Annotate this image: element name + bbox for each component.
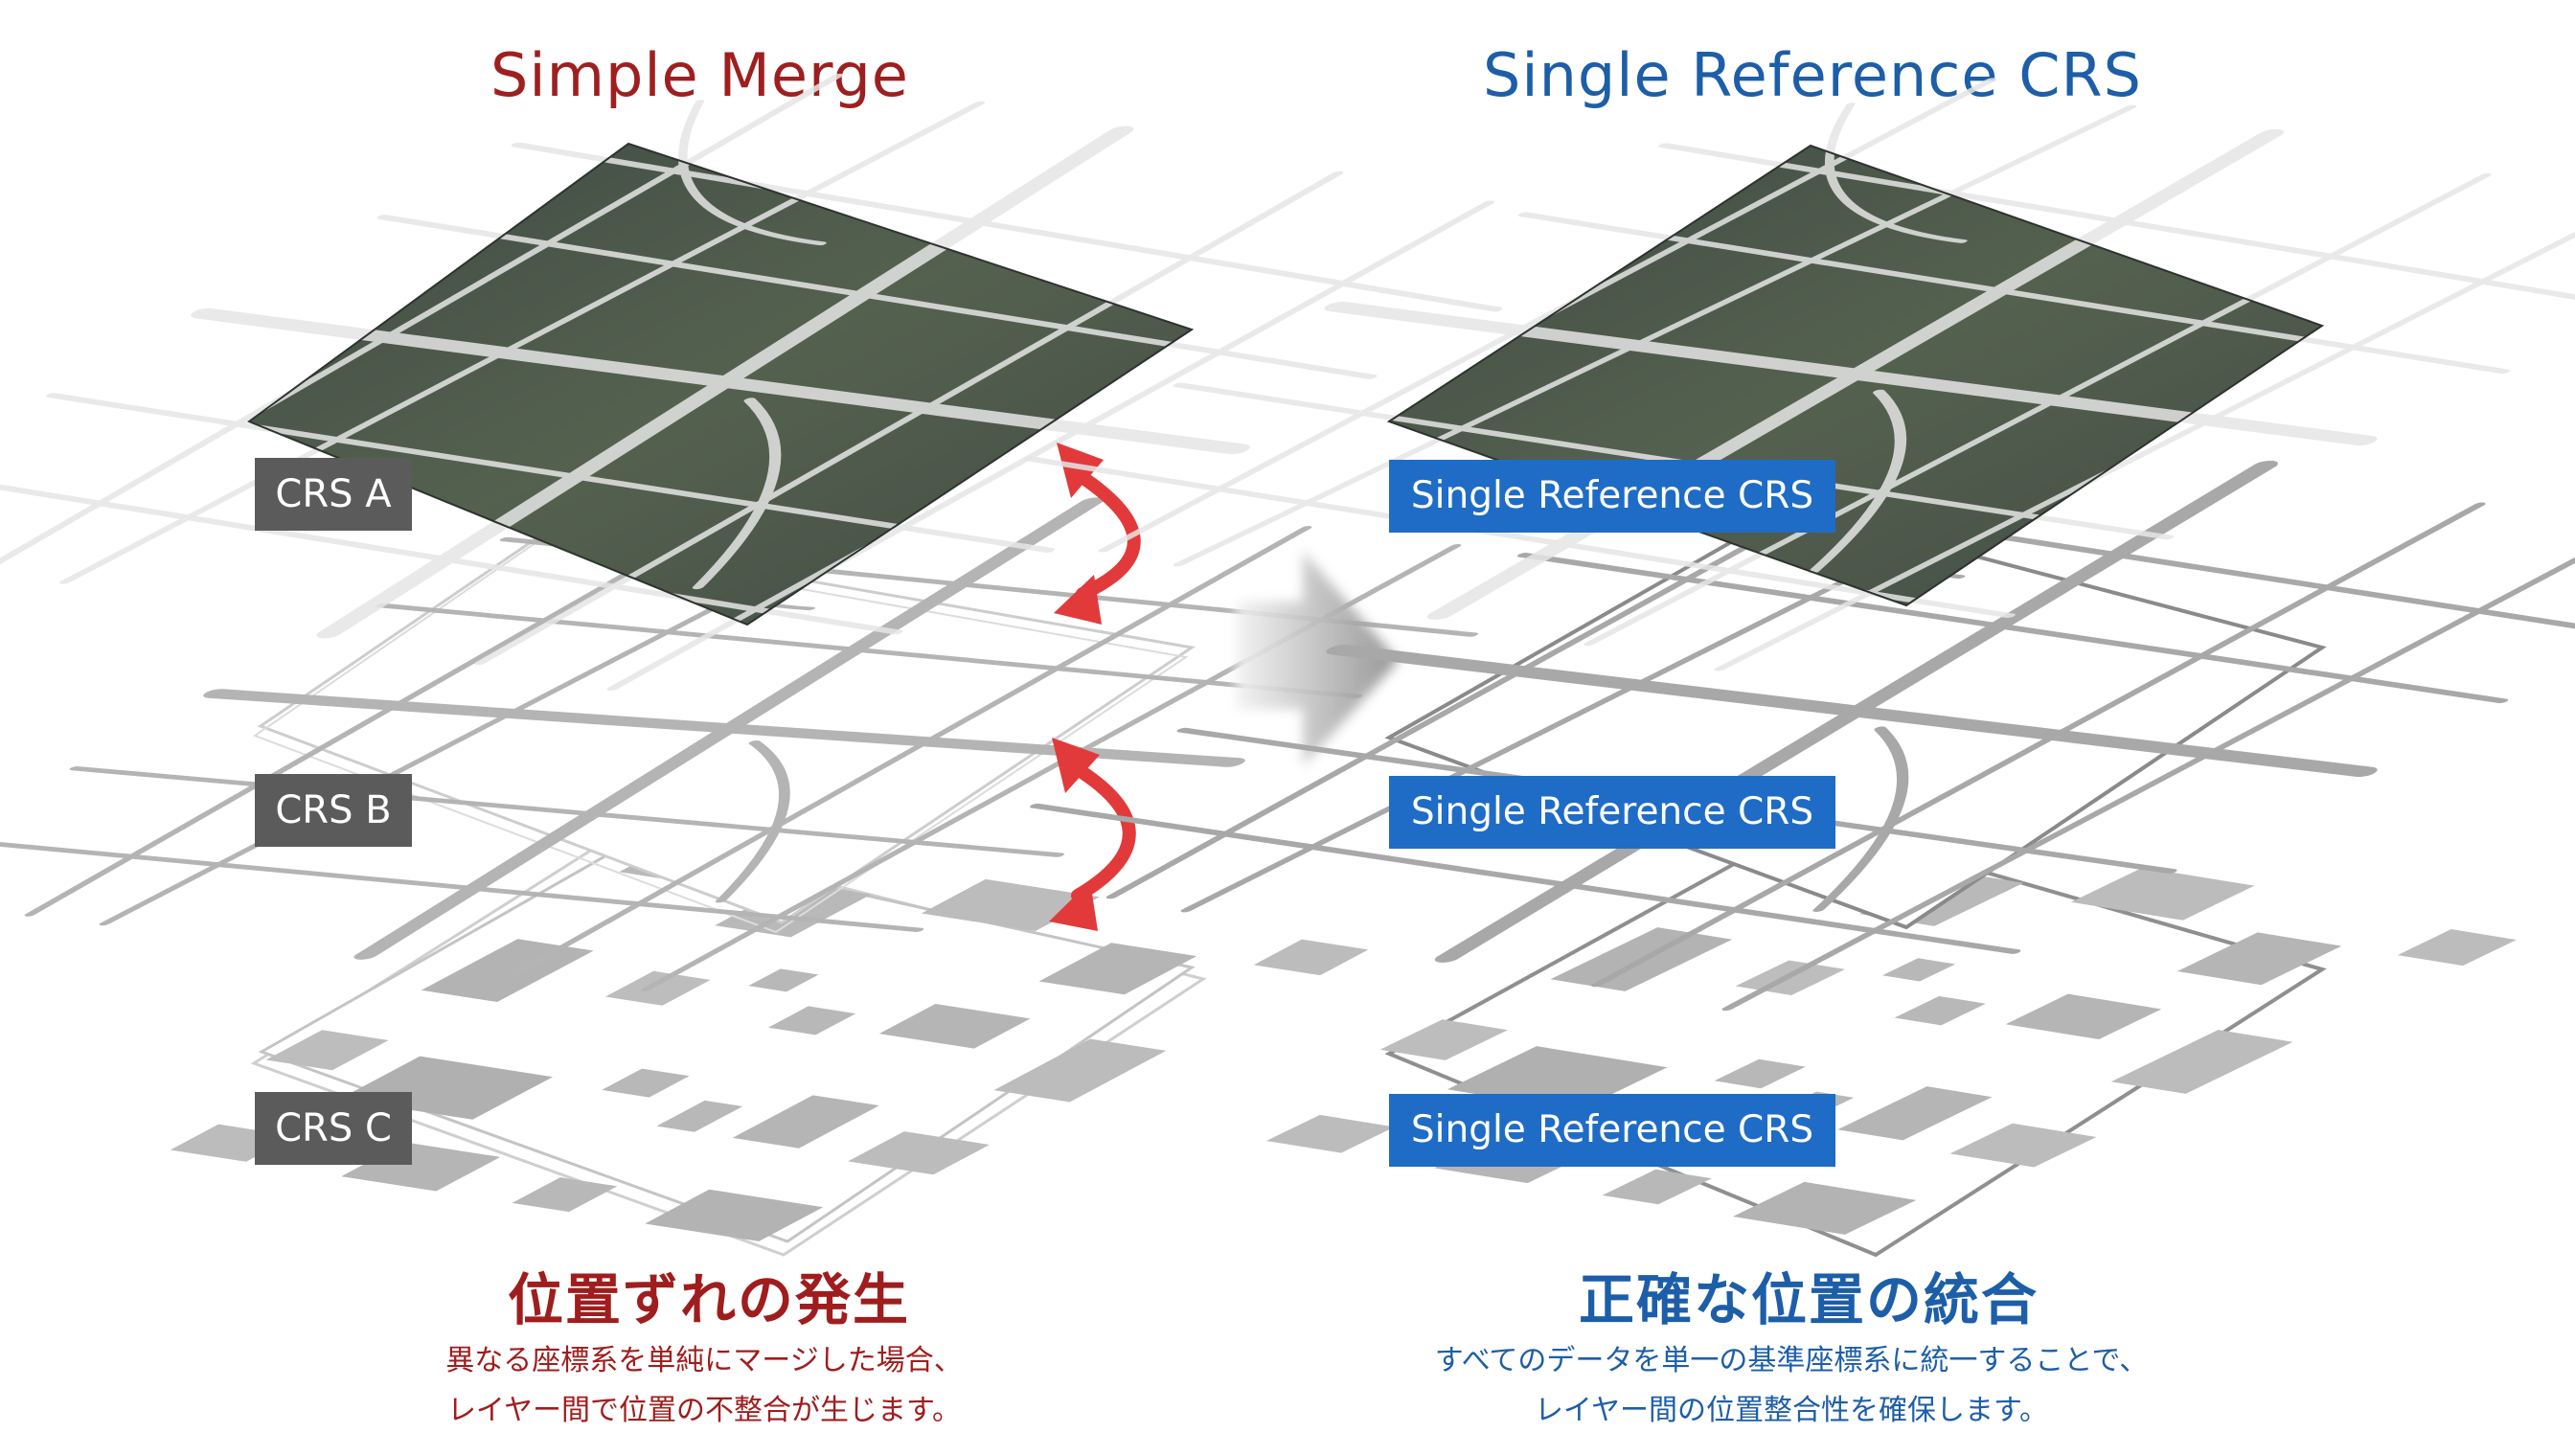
misalignment-arrow-icon	[1066, 467, 1141, 902]
right-arrow-icon	[1236, 551, 1399, 766]
right-caption-body: すべてのデータを単一の基準座標系に統一することで、 レイヤー間の位置整合性を確保…	[1399, 1336, 2184, 1436]
right-caption-title: 正確な位置の統合	[1579, 1267, 2039, 1332]
left-caption-body: 異なる座標系を単純にマージした場合、 レイヤー間で位置の不整合が生じます。	[388, 1336, 1020, 1436]
layer-crs-b-left	[0, 451, 1606, 1005]
reference-crs-label-bottom: Single Reference CRS	[1389, 1094, 1835, 1167]
layer-crs-c-left	[113, 830, 1385, 1257]
reference-crs-label-middle: Single Reference CRS	[1389, 776, 1835, 849]
right-caption-line-1: すべてのデータを単一の基準座標系に統一することで、	[1434, 1344, 2149, 1377]
left-caption-line-2: レイヤー間で位置の不整合が生じます。	[446, 1394, 962, 1427]
crs-b-label: CRS B	[255, 774, 412, 847]
reference-crs-label-top: Single Reference CRS	[1389, 460, 1835, 533]
left-caption-line-1: 異なる座標系を単純にマージした場合、	[445, 1344, 963, 1377]
layer-crs-a-left	[0, 49, 1640, 715]
crs-c-label: CRS C	[255, 1092, 412, 1165]
right-caption-line-2: レイヤー間の位置整合性を確保します。	[1534, 1394, 2049, 1427]
left-caption-title: 位置ずれの発生	[508, 1267, 911, 1332]
right-panel-title: Single Reference CRS	[1483, 40, 2142, 110]
crs-a-label: CRS A	[255, 458, 412, 531]
misalignment-arrowheads	[1049, 443, 1104, 931]
